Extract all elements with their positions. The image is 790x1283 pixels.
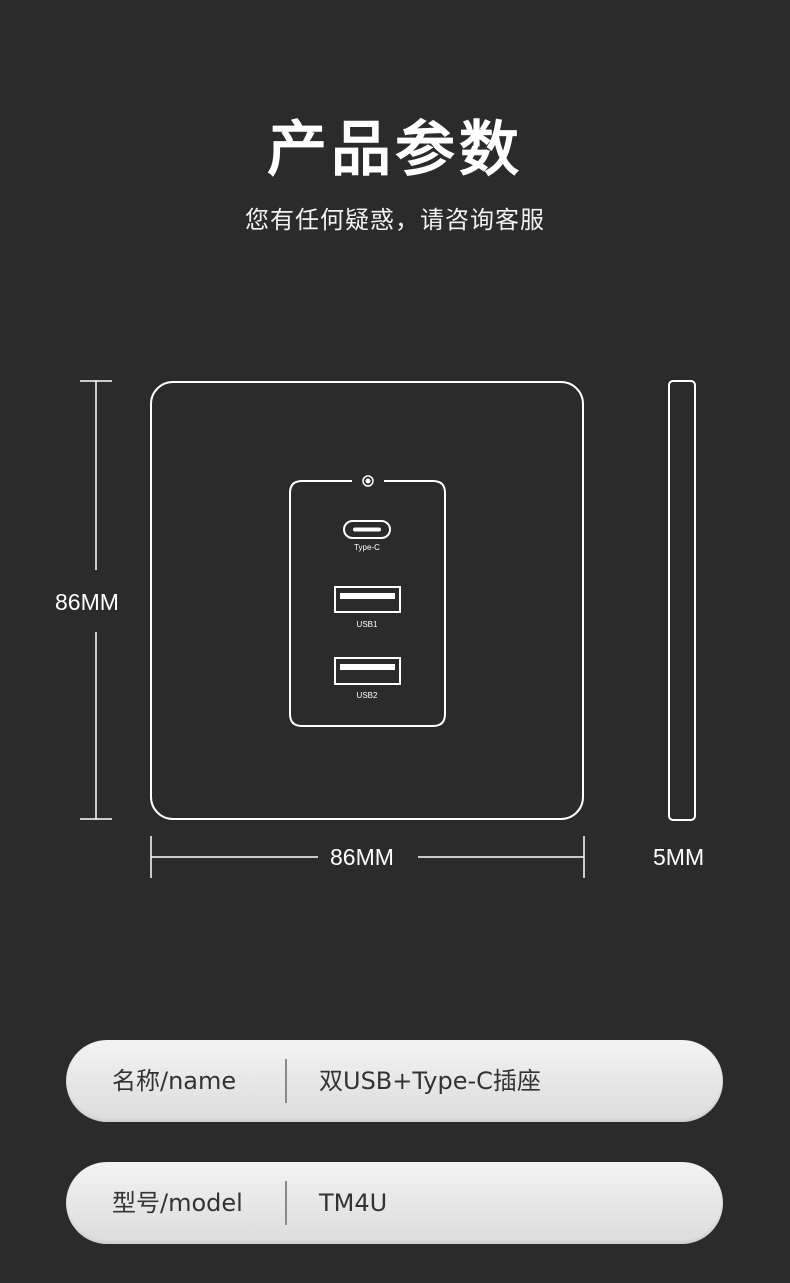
width-dimension-label: 86MM (330, 843, 394, 871)
port-label-usb1: USB1 (356, 620, 378, 629)
usb-c-port-icon (343, 520, 391, 539)
spec-row-name: 名称/name 双USB+Type-C插座 (66, 1040, 723, 1122)
spec-row-model: 型号/model TM4U (66, 1162, 723, 1244)
spec-key-model: 型号/model (112, 1189, 243, 1217)
height-dimension-line (80, 380, 112, 820)
usb-a-port-icon (334, 657, 401, 685)
indicator-light-icon (362, 475, 374, 487)
port-label-usb2: USB2 (356, 691, 378, 700)
usb-a-port-icon (334, 586, 401, 613)
socket-front-panel (150, 381, 584, 820)
usb-module-frame (289, 480, 446, 727)
socket-side-profile (668, 380, 696, 821)
spec-key-name: 名称/name (112, 1067, 237, 1095)
port-label-type-c: Type-C (354, 543, 380, 552)
width-dimension-line (150, 836, 585, 878)
spec-value-name: 双USB+Type-C插座 (319, 1067, 541, 1095)
page-subtitle: 您有任何疑惑，请咨询客服 (245, 206, 545, 234)
spec-value-model: TM4U (319, 1189, 388, 1217)
depth-dimension-label: 5MM (653, 843, 705, 871)
spec-divider (285, 1059, 287, 1103)
page-title: 产品参数 (267, 115, 523, 185)
spec-divider (285, 1181, 287, 1225)
height-dimension-label: 86MM (55, 588, 119, 616)
